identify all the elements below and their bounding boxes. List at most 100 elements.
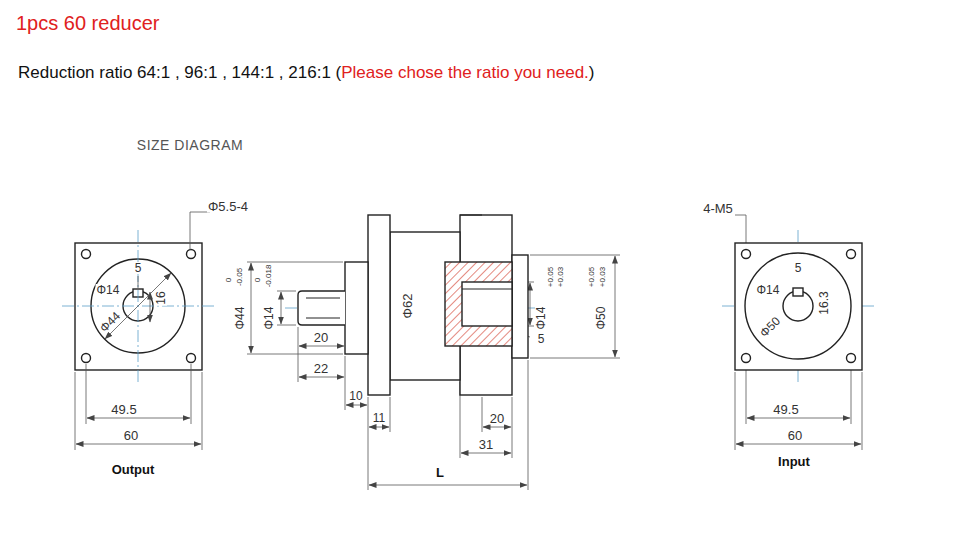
dimension-lines — [530, 283, 531, 325]
output-view — [82, 250, 91, 259]
dimension-lines — [530, 255, 620, 256]
dimension-text: Φ14 — [263, 306, 275, 331]
output-view — [187, 250, 196, 259]
side-view — [298, 215, 528, 395]
output-view — [187, 354, 196, 363]
tolerance-text: +0.03 — [557, 266, 565, 288]
side-view — [512, 255, 528, 358]
dimension-text: Φ5.5-4 — [207, 200, 249, 213]
tolerance-text: +0.03 — [599, 266, 607, 288]
section-heading: SIZE DIAGRAM — [136, 138, 244, 152]
dimension-text: 49.5 — [110, 403, 137, 416]
dimension-lines — [747, 418, 850, 419]
dimension-lines — [190, 212, 210, 250]
dimension-text: 60 — [787, 429, 803, 442]
shaft-key-lines — [460, 215, 482, 216]
dimension-text: 20 — [489, 412, 505, 425]
dimension-lines — [369, 427, 389, 428]
shaft-key-lines — [462, 289, 512, 290]
dimension-lines — [368, 397, 369, 490]
dimension-lines — [736, 444, 861, 445]
dimension-text: 16.3 — [818, 290, 830, 315]
dimension-lines — [251, 263, 252, 353]
output-view — [75, 243, 202, 370]
dimension-text: 5 — [134, 262, 143, 274]
dimension-lines — [86, 364, 87, 424]
dimension-lines — [483, 427, 511, 428]
input-view — [742, 250, 751, 259]
dimension-lines — [615, 256, 616, 357]
dimension-lines — [390, 397, 391, 432]
dimension-lines — [862, 372, 863, 450]
dimension-text: Φ62 — [401, 293, 414, 320]
dimension-text: L — [435, 466, 445, 479]
dimension-text: 16 — [155, 290, 167, 305]
product-title: 1pcs 60 reducer — [16, 12, 159, 34]
dimension-text: 11 — [372, 412, 386, 424]
dimension-lines — [346, 405, 367, 406]
output-view — [75, 243, 202, 370]
ratio-text: Reduction ratio 64:1 , 96:1 , 144:1 , 21… — [18, 63, 341, 82]
tolerance-text: -0.05 — [236, 267, 244, 287]
dimension-lines — [138, 276, 139, 288]
dimension-lines — [345, 356, 346, 410]
dimension-lines — [75, 372, 76, 450]
dimension-lines — [746, 364, 747, 424]
ratio-text: ) — [589, 63, 595, 82]
side-view — [445, 262, 512, 346]
dimension-lines — [191, 364, 192, 424]
dimension-lines — [482, 397, 483, 432]
dimension-lines — [299, 377, 344, 378]
shaft-key-lines — [306, 298, 340, 299]
dimension-lines — [75, 212, 862, 490]
dimension-text: Φ14 — [96, 284, 121, 296]
tolerance-text: 0 — [225, 277, 233, 283]
dimension-text: Φ14 — [535, 306, 547, 331]
input-view — [847, 250, 856, 259]
dimension-text: 4-M5 — [702, 202, 734, 215]
dimension-lines — [202, 372, 203, 450]
input-view — [735, 243, 862, 370]
dimension-lines — [298, 327, 299, 382]
dimension-text: 20 — [313, 331, 329, 344]
dimension-lines — [369, 485, 527, 486]
side-view — [462, 282, 512, 326]
dimension-text: Φ44 — [234, 306, 246, 331]
dimension-lines — [299, 346, 344, 347]
dimension-lines — [76, 444, 201, 445]
dimension-text: 5 — [537, 333, 546, 345]
shaft-key-lines — [306, 318, 340, 319]
dimension-text: Φ14 — [756, 284, 781, 296]
ratio-note: Please chose the ratio you need. — [341, 63, 589, 82]
input-view — [742, 354, 751, 363]
tolerance-text: +0.05 — [588, 266, 596, 288]
view-label: Input — [777, 455, 811, 468]
ratio-line: Reduction ratio 64:1 , 96:1 , 144:1 , 21… — [18, 63, 595, 83]
dimension-text: 49.5 — [772, 403, 799, 416]
dimension-lines — [851, 364, 852, 424]
input-view — [847, 354, 856, 363]
tolerance-text: 0 — [254, 277, 262, 283]
dimension-text: 31 — [478, 438, 494, 451]
view-label: Output — [111, 463, 156, 476]
input-view — [735, 243, 862, 370]
dimension-lines — [277, 291, 296, 292]
dimension-lines — [87, 418, 190, 419]
side-view — [368, 215, 390, 395]
dimension-lines — [735, 372, 736, 450]
dimension-lines — [247, 354, 343, 355]
dimension-lines — [461, 453, 511, 454]
side-view — [345, 262, 368, 354]
dimension-text: 5 — [794, 262, 803, 274]
dimension-text: Φ50 — [595, 306, 607, 331]
dimension-lines — [105, 273, 171, 339]
dimension-text: 60 — [123, 429, 139, 442]
output-view — [82, 354, 91, 363]
input-view — [793, 288, 803, 296]
dimension-lines — [512, 397, 513, 458]
tolerance-text: -0.018 — [265, 264, 273, 289]
dimension-text: 10 — [348, 390, 363, 402]
dimension-lines — [150, 292, 151, 322]
side-view — [460, 215, 512, 395]
